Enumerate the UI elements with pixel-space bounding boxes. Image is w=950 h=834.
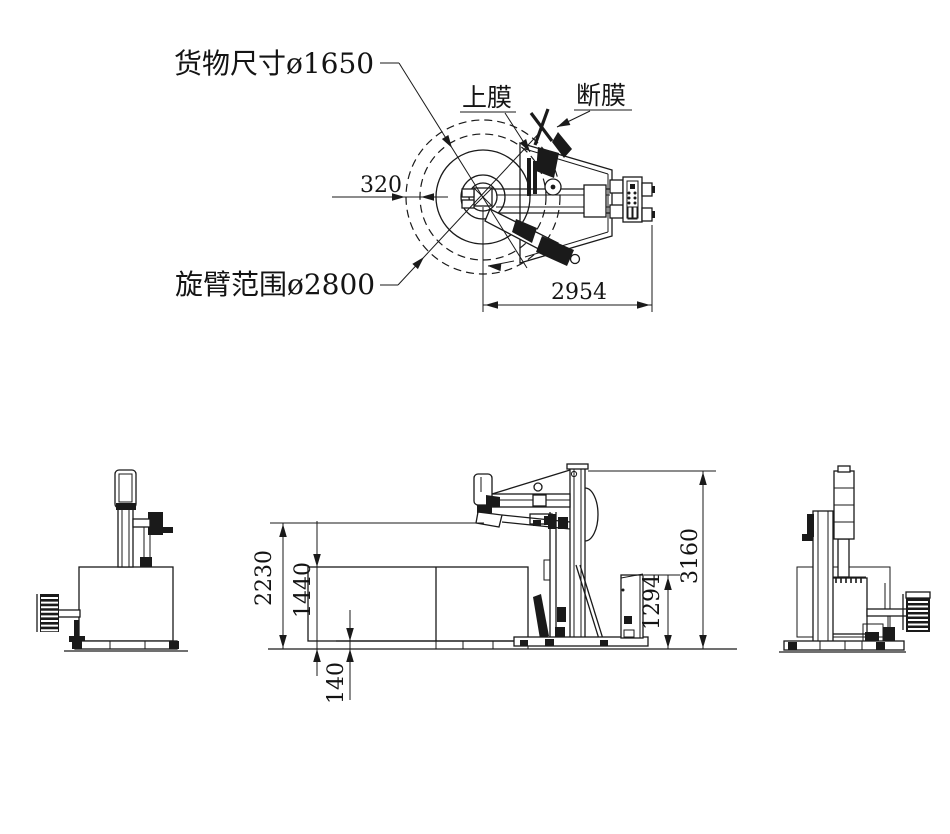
- label-film-cut: 断膜: [576, 81, 626, 110]
- column: [569, 467, 586, 641]
- right-column: [812, 510, 834, 643]
- label-cargo-size: 货物尺寸ø1650: [174, 47, 374, 80]
- left-cabinet: [78, 566, 174, 642]
- dim-1294: 1294: [640, 574, 665, 630]
- label-arm-range: 旋臂范围ø2800: [175, 268, 375, 301]
- film-carriage: [533, 594, 549, 639]
- dim-1440: 1440: [291, 562, 316, 618]
- dim-140: 140: [324, 662, 349, 704]
- dim-320: 320: [360, 173, 402, 198]
- control-cabinet: [620, 573, 644, 639]
- film-cut-device: [529, 108, 554, 146]
- cable-drum: [584, 487, 599, 542]
- dim-2954: 2954: [551, 280, 607, 305]
- dim-2230: 2230: [252, 550, 277, 606]
- label-film-up: 上膜: [462, 83, 512, 112]
- plan-annotations: 货物尺寸ø1650 旋臂范围ø2800 上膜 断膜 320 2954: [174, 47, 653, 312]
- plan-view: 货物尺寸ø1650 旋臂范围ø2800 上膜 断膜 320 2954: [174, 47, 655, 312]
- left-side-view: [36, 469, 188, 652]
- elevation-dimensions: 2230 1440 140 1294 3160: [252, 470, 716, 704]
- roller-head: [536, 236, 574, 266]
- front-elevation-view: 2230 1440 140 1294 3160: [252, 463, 737, 704]
- dim-3160: 3160: [678, 528, 703, 584]
- cargo-box: [307, 566, 529, 642]
- right-side-view: [779, 465, 931, 653]
- plan-control-panel: [609, 176, 655, 223]
